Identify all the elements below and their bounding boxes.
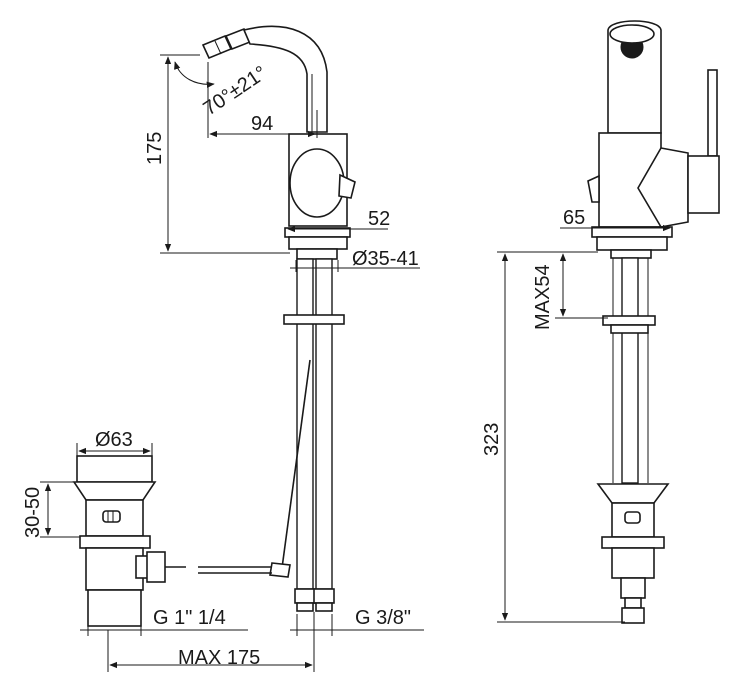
label-max-distance: MAX 175 <box>178 647 260 669</box>
waste-nut <box>79 535 151 549</box>
side-lever-handle <box>707 69 718 157</box>
label-base-width-side: 65 <box>563 207 585 229</box>
lever-knob <box>289 148 345 218</box>
fixing-nut <box>283 314 345 325</box>
hose-fitting-left <box>294 588 316 604</box>
faucet-shank <box>296 248 338 260</box>
label-base-width-front: 52 <box>368 208 390 230</box>
side-lever-housing <box>637 147 689 228</box>
pull-rod <box>281 359 311 569</box>
waste-flange <box>72 481 157 501</box>
label-hose-thread: G 3/8" <box>355 607 411 629</box>
label-spout-reach: 94 <box>251 113 273 135</box>
faucet-base-plate <box>288 236 348 250</box>
label-spout-angle: 70°±21° <box>199 62 271 120</box>
label-waste-diameter: Ø63 <box>95 429 133 451</box>
label-waste-height: 30-50 <box>22 487 44 538</box>
label-waste-thread: G 1" 1/4 <box>153 607 226 629</box>
side-hose <box>621 257 639 484</box>
spout-tube <box>242 25 328 133</box>
side-waste-flange <box>596 483 670 504</box>
label-hose-length: 323 <box>481 423 503 456</box>
side-view <box>587 20 720 624</box>
label-hole-diameter: Ø35-41 <box>352 248 419 270</box>
label-height: 175 <box>144 132 166 165</box>
front-view <box>201 25 356 612</box>
dimension-lines <box>40 54 671 672</box>
hose-right <box>315 258 333 590</box>
lever-side <box>338 173 356 199</box>
waste-cap <box>76 455 153 483</box>
hose-fitting-right <box>313 588 335 604</box>
waste-assembly <box>72 455 272 627</box>
hose-left <box>296 258 314 590</box>
spout-nozzle <box>201 27 252 60</box>
waste-tail-lower <box>87 589 142 627</box>
label-max-deck: MAX54 <box>532 264 554 330</box>
waste-tail <box>85 547 144 591</box>
